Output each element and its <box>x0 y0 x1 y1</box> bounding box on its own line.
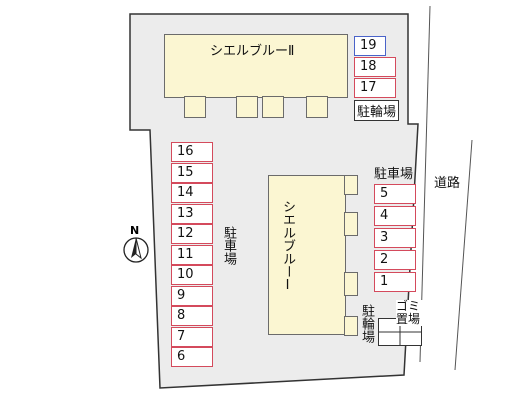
space-number: 9 <box>177 287 186 303</box>
bike-parking-label-north: 駐輪場 <box>354 100 400 121</box>
parking-space-17: 17 <box>354 78 396 98</box>
west-parking-label: 駐車場 <box>221 226 236 265</box>
space-number: 7 <box>177 328 186 344</box>
space-number: 10 <box>177 267 194 282</box>
space-number: 16 <box>177 144 194 159</box>
space-number: 3 <box>380 230 389 245</box>
parking-space-8: 8 <box>171 306 213 326</box>
parking-space-15: 15 <box>171 162 213 183</box>
space-number: 4 <box>380 208 389 223</box>
building-north-notch-4 <box>306 96 328 118</box>
compass: N <box>122 224 150 264</box>
garbage-area-text: ゴミ置場 <box>396 299 421 326</box>
north-arrow-icon <box>123 237 149 263</box>
building-south-wing-2 <box>344 212 358 236</box>
space-number: 13 <box>177 205 194 221</box>
road-edge-east <box>454 139 473 371</box>
bike-parking-label-south: 駐輪場 <box>359 304 374 343</box>
parking-space-12: 12 <box>171 224 213 244</box>
space-number: 5 <box>380 186 389 201</box>
space-number: 1 <box>380 274 389 289</box>
parking-space-9: 9 <box>171 285 213 306</box>
building-south-wing-4 <box>344 316 358 336</box>
parking-space-1: 1 <box>374 272 416 292</box>
space-number: 2 <box>380 252 389 267</box>
space-number: 15 <box>177 164 194 180</box>
space-number: 8 <box>177 308 186 323</box>
space-number: 14 <box>177 185 194 200</box>
building-south-wing-1 <box>344 175 358 195</box>
parking-space-2: 2 <box>374 250 416 270</box>
bike-space-19: 19 <box>354 36 386 56</box>
parking-space-3: 3 <box>374 228 416 248</box>
building-south-name: シエルブルーⅠ <box>280 200 295 293</box>
building-north-notch-1 <box>184 96 206 118</box>
east-parking-label: 駐車場 <box>374 167 414 182</box>
building-north-notch-3 <box>262 96 284 118</box>
parking-space-10: 10 <box>171 265 213 285</box>
space-number: 6 <box>177 349 186 364</box>
building-north-notch-2 <box>236 96 258 118</box>
building-north-name: シエルブルーⅡ <box>210 44 295 59</box>
space-number: 12 <box>177 226 194 241</box>
building-south-wing-3 <box>344 272 358 296</box>
parking-space-14: 14 <box>171 183 213 203</box>
space-number: 18 <box>360 59 377 74</box>
building-south <box>268 175 346 335</box>
parking-space-7: 7 <box>171 326 213 347</box>
parking-space-4: 4 <box>374 206 416 226</box>
parking-space-18: 18 <box>354 57 396 77</box>
space-number: 19 <box>360 38 377 53</box>
space-number: 17 <box>360 80 377 95</box>
garbage-area-label: ゴミ置場 <box>396 300 430 326</box>
compass-letter: N <box>130 224 140 237</box>
parking-space-5: 5 <box>374 184 416 204</box>
parking-space-11: 11 <box>171 244 213 265</box>
parking-space-16: 16 <box>171 142 213 162</box>
parking-space-13: 13 <box>171 203 213 224</box>
space-number: 11 <box>177 246 194 262</box>
road-label: 道路 <box>434 176 461 191</box>
parking-space-6: 6 <box>171 347 213 367</box>
